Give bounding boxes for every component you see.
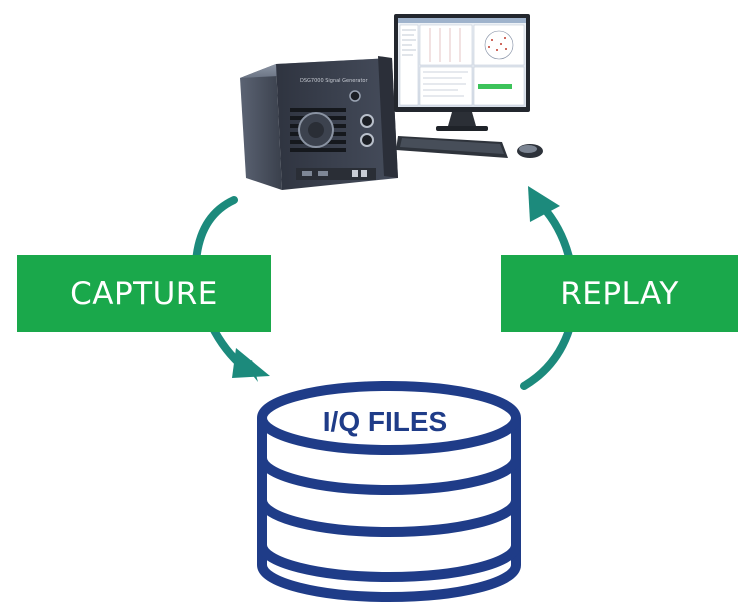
- replay-text: REPLAY: [560, 275, 679, 312]
- computer-workstation-icon: [394, 14, 543, 158]
- capture-text: CAPTURE: [70, 275, 218, 312]
- device-badge: DSG7000 Signal Generator: [300, 78, 368, 84]
- replay-label: REPLAY: [501, 255, 738, 332]
- database-icon: [257, 381, 521, 602]
- iq-files-label: I/Q FILES: [323, 406, 447, 437]
- signal-instrument-icon: DSG7000 Signal Generator: [240, 56, 398, 190]
- capture-label: CAPTURE: [17, 255, 271, 332]
